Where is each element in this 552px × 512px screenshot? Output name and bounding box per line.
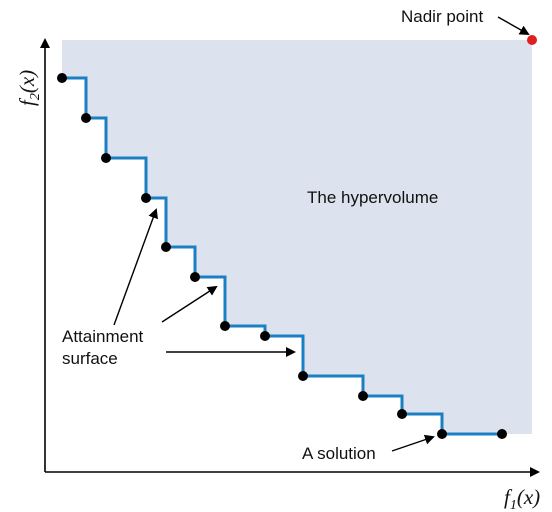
solution-point [298,371,308,381]
attainment-surface-label-line2: surface [62,349,118,368]
hypervolume-region [62,40,532,434]
solution-point [57,73,67,83]
axes [40,38,540,477]
hypervolume-label: The hypervolume [307,188,438,207]
solution-point [260,331,270,341]
x-axis-label: f1(x) [504,485,540,512]
nadir-point-label: Nadir point [401,7,483,26]
attainment-arrow-middle [161,285,218,323]
solution-point [161,242,171,252]
solution-point [358,391,368,401]
attainment-surface-label-line1: Attainment [62,327,144,346]
solution-point [141,193,151,203]
annotation-arrows [113,16,530,452]
solution-point [497,429,507,439]
solution-point [437,429,447,439]
nadir-arrow [497,16,530,35]
solution-point [190,272,200,282]
attainment-arrow-upper [113,208,158,326]
solution-arrow [391,434,435,452]
solution-point [397,409,407,419]
y-axis-label: f2(x) [15,70,43,106]
solution-point [220,321,230,331]
solution-points [57,73,507,439]
solution-point [81,113,91,123]
nadir-point [527,35,537,45]
solution-point [101,153,111,163]
attainment-surface-line [62,76,502,436]
solution-label: A solution [302,444,376,463]
